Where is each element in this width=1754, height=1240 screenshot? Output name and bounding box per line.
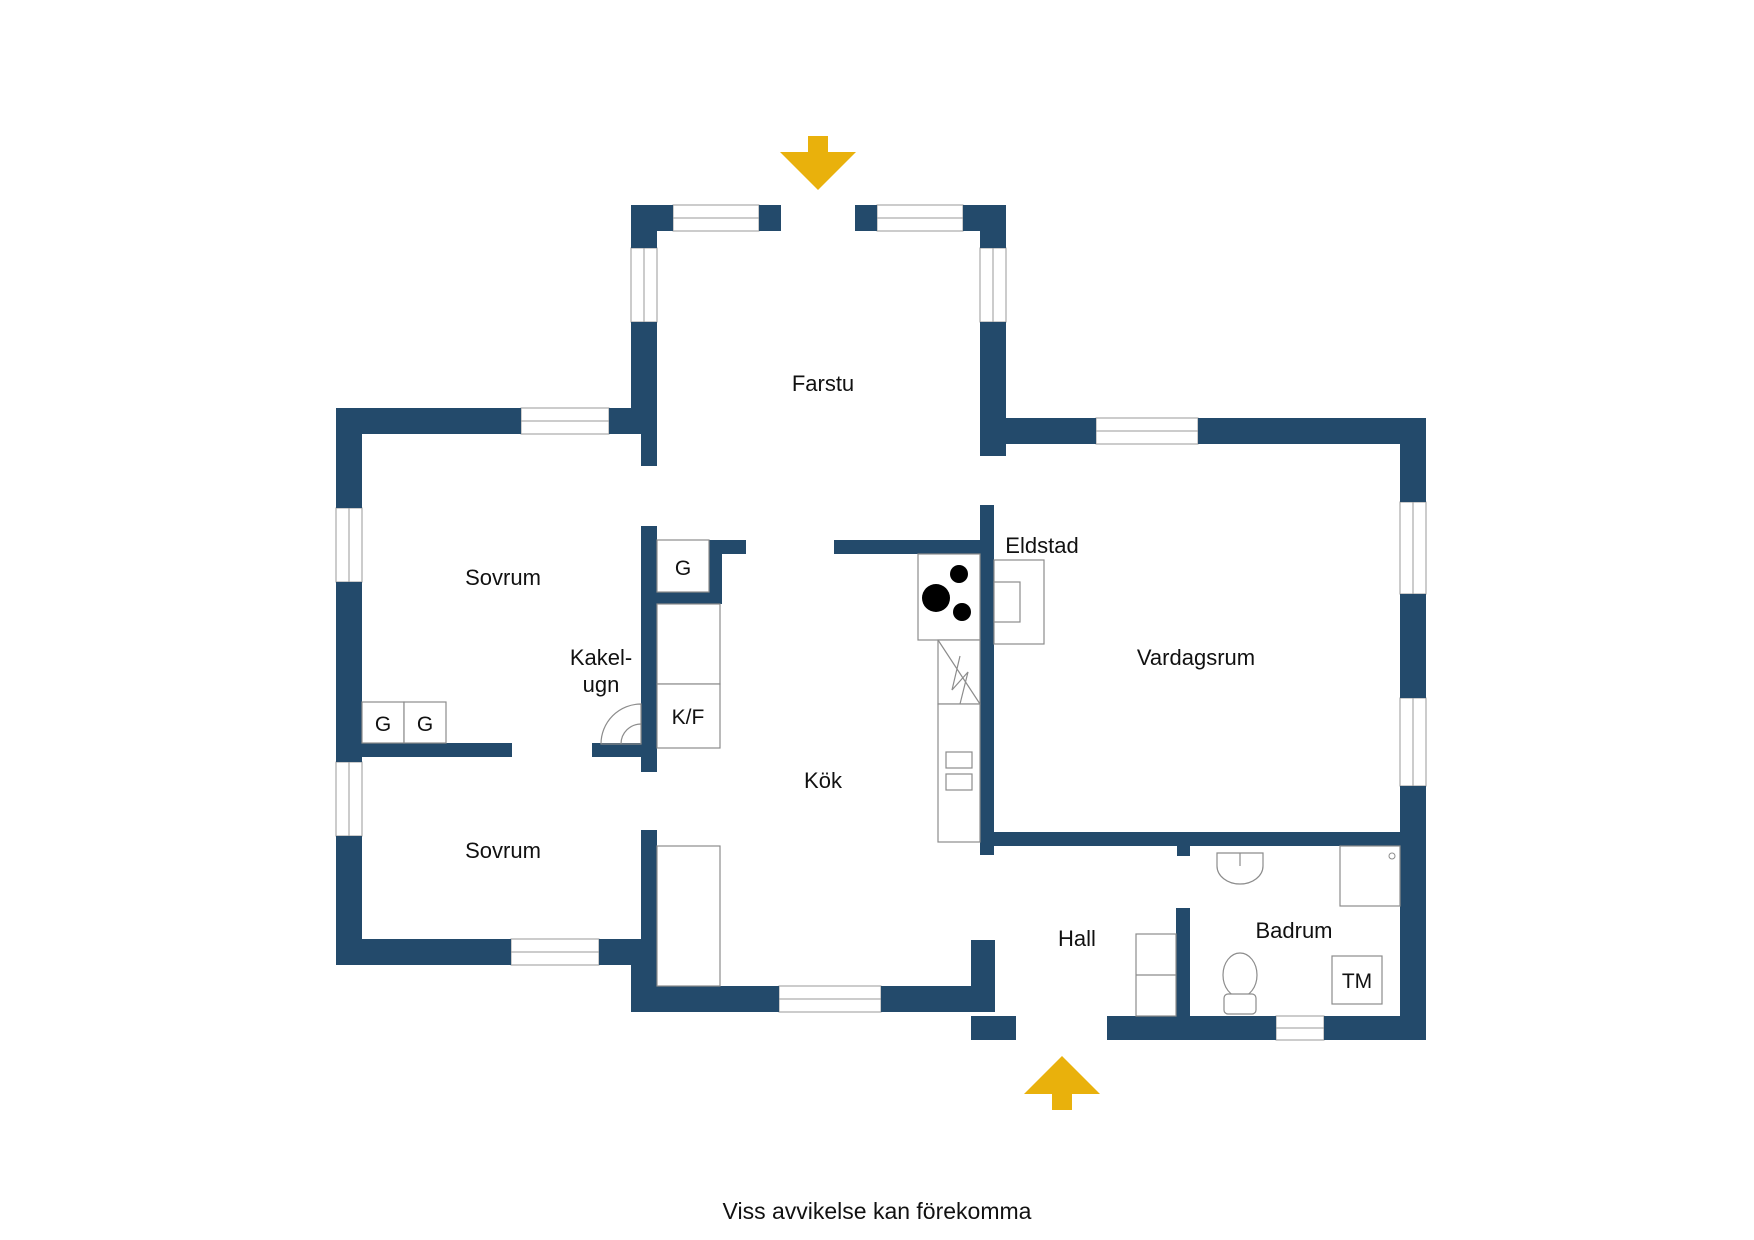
kakelugn-label-line1: Kakel-	[570, 645, 632, 670]
room-label-sovrum-lower: Sovrum	[465, 838, 541, 863]
arrow-down-icon	[780, 136, 856, 190]
room-label-kok: Kök	[804, 768, 843, 793]
disclaimer-text: Viss avvikelse kan förekomma	[723, 1198, 1032, 1224]
room-label-sovrum-upper: Sovrum	[465, 565, 541, 590]
room-label-vardagsrum: Vardagsrum	[1137, 645, 1255, 670]
fridge-freezer-label: K/F	[672, 706, 705, 729]
washer-label: TM	[1342, 970, 1372, 993]
wardrobe-label: G	[375, 713, 391, 736]
shower-icon	[1339, 845, 1401, 907]
sink-icon	[1216, 852, 1264, 885]
room-label-eldstad: Eldstad	[1005, 533, 1078, 558]
tile-stove-icon	[600, 703, 642, 745]
washer-box	[1331, 955, 1383, 1005]
wardrobe-box	[403, 701, 447, 744]
wardrobe-label: G	[417, 713, 433, 736]
wardrobe-label: G	[675, 557, 691, 580]
room-label-hall: Hall	[1058, 926, 1096, 951]
arrow-up-icon	[1024, 1056, 1100, 1110]
wardrobe-box	[361, 701, 405, 744]
kakelugn-label-line2: ugn	[583, 672, 620, 697]
room-label-farstu: Farstu	[792, 371, 854, 396]
walls	[336, 205, 1426, 1040]
room-label-badrum: Badrum	[1255, 918, 1332, 943]
windows	[335, 204, 1427, 1041]
toilet-icon	[1222, 952, 1258, 998]
fixtures	[361, 539, 1401, 1017]
